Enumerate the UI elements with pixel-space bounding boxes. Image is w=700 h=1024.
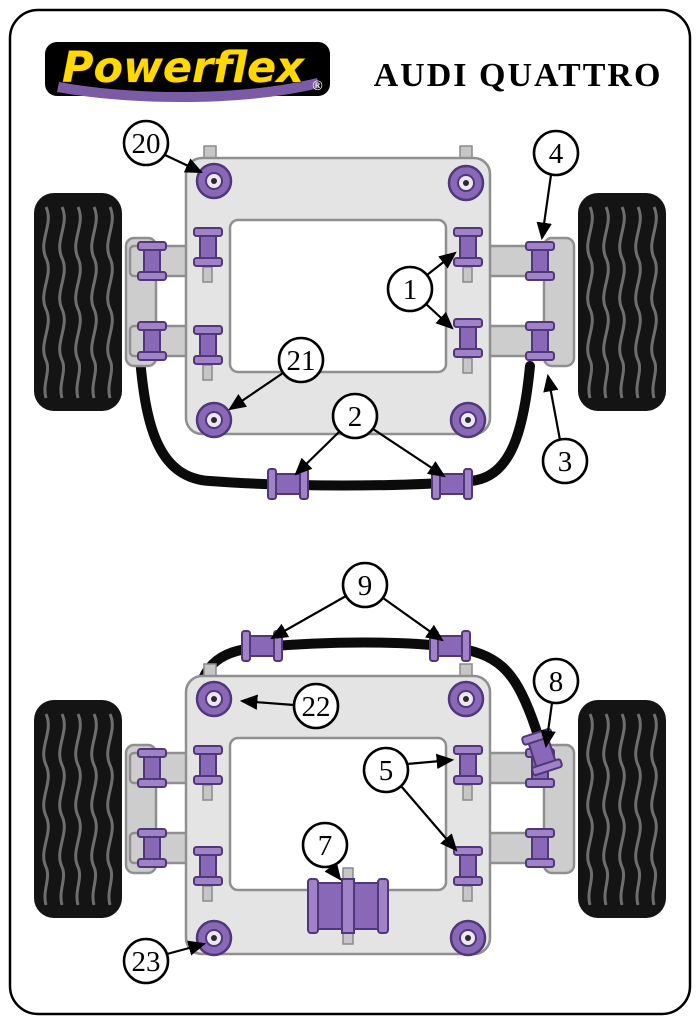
callout-2-arrow [294, 431, 340, 476]
callout-8-arrow [540, 702, 556, 749]
callout-7: 7 [301, 821, 349, 869]
callout-4-arrow [536, 174, 553, 241]
front-subframe-corner-bushing [195, 162, 233, 200]
front-right-tire [578, 193, 666, 411]
svg-text:20: 20 [132, 128, 161, 160]
rear-subframe-corner-bushing [195, 919, 233, 957]
front-subframe-corner-bushing [195, 401, 233, 439]
callout-22-arrow [239, 694, 295, 710]
callout-2: 2 [331, 392, 379, 440]
callout-5: 5 [362, 746, 410, 794]
front-left-tire [34, 193, 122, 411]
callout-23: 23 [122, 937, 170, 985]
callout-1-arrow [425, 303, 454, 330]
header: Powerflex ® AUDI QUATTRO [45, 42, 663, 103]
callout-23-arrow [166, 940, 207, 956]
callout-2-arrow [372, 428, 446, 478]
rear-subframe-corner-bushing [449, 919, 487, 957]
rear-left-tire [34, 700, 122, 918]
rear-right-tire [578, 700, 666, 918]
svg-text:9: 9 [358, 570, 373, 602]
callout-3-arrow [543, 373, 562, 441]
svg-text:8: 8 [549, 666, 564, 698]
rear-diff-mount-bushing [307, 867, 389, 945]
svg-text:5: 5 [379, 755, 394, 787]
svg-text:1: 1 [403, 274, 418, 306]
callout-21: 21 [277, 336, 325, 384]
front-subframe-corner-bushing [447, 164, 485, 202]
callout-20-arrow [164, 154, 203, 173]
callout-1-arrow [426, 251, 457, 276]
svg-text:2: 2 [348, 401, 363, 433]
svg-text:21: 21 [287, 345, 316, 377]
callout-7-arrow [324, 862, 342, 881]
svg-text:23: 23 [132, 946, 161, 978]
rear-suspension-diagram: 9 8 22 5 7 23 [34, 561, 666, 985]
svg-text:3: 3 [558, 446, 573, 478]
front-arb-clamp-bushing [267, 468, 309, 500]
svg-text:22: 22 [302, 691, 331, 723]
rear-subframe [184, 663, 492, 956]
powerflex-logo: Powerflex ® [45, 42, 330, 103]
logo-background [45, 42, 330, 96]
callout-5-arrow [406, 753, 455, 770]
callout-9-arrow [270, 595, 347, 640]
callout-5-arrow [400, 785, 458, 852]
front-arb-clamp-bushing [431, 468, 473, 500]
callout-3: 3 [541, 437, 589, 485]
front-suspension-diagram: 20 4 1 21 2 3 [34, 119, 666, 500]
front-subframe [184, 145, 492, 436]
callout-9-arrow [382, 597, 444, 642]
logo-swoosh [57, 78, 319, 103]
callout-4: 4 [532, 129, 580, 177]
registered-trademark: ® [311, 79, 324, 94]
callout-9: 9 [341, 561, 389, 609]
page-border [8, 8, 692, 1016]
callout-22: 22 [292, 682, 340, 730]
callout-1: 1 [386, 265, 434, 313]
rear-subframe-corner-bushing [447, 680, 485, 718]
front-subframe-corner-bushing [449, 401, 487, 439]
front-anti-roll-bar [135, 353, 535, 491]
svg-text:7: 7 [318, 830, 333, 862]
rear-subframe-corner-bushing [195, 680, 233, 718]
callout-21-arrow [228, 372, 284, 411]
svg-text:4: 4 [549, 138, 564, 170]
logo-wordmark: Powerflex [62, 43, 305, 93]
page-title: AUDI QUATTRO [374, 57, 663, 94]
callout-8: 8 [532, 657, 580, 705]
callout-20: 20 [122, 119, 170, 167]
